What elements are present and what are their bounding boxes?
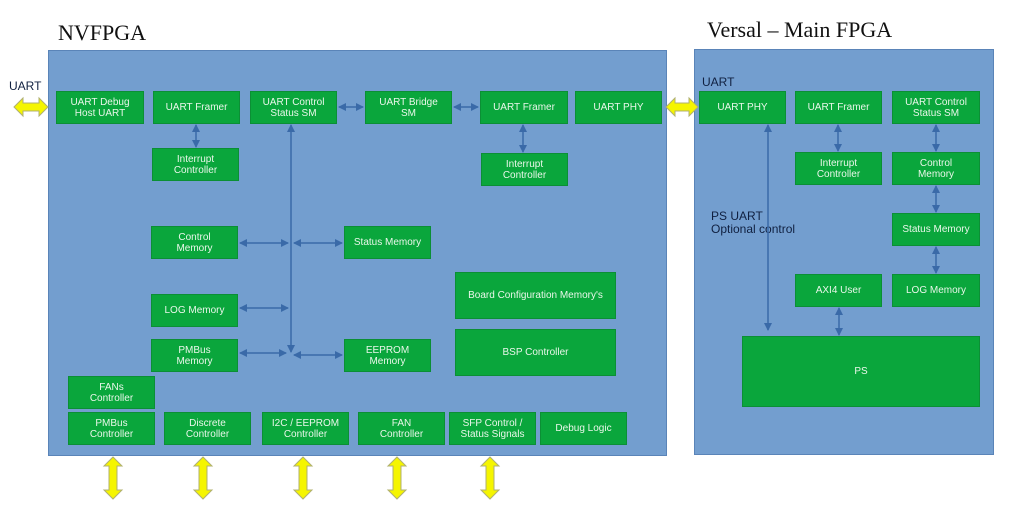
uart-external-label: UART	[9, 79, 42, 93]
board-configuration-memory-block: Board Configuration Memory's	[455, 272, 616, 319]
uart-bridge-sm-block: UART Bridge SM	[365, 91, 452, 124]
versal-title: Versal – Main FPGA	[707, 17, 893, 42]
sfp-io-arrow	[479, 456, 501, 500]
pmbus-io-arrow	[102, 456, 124, 500]
pmbus-controller-block: PMBus Controller	[68, 412, 155, 445]
uart-io-arrow	[13, 96, 49, 118]
uart-debug-host-block: UART Debug Host UART	[56, 91, 144, 124]
log-memory-block: LOG Memory	[151, 294, 238, 327]
axi4-user-block: AXI4 User	[795, 274, 882, 307]
uart-framer-2-block: UART Framer	[480, 91, 568, 124]
fan-controller-block: FAN Controller	[358, 412, 445, 445]
inter-fpga-uart-arrow	[665, 96, 699, 118]
versal-uart-control-status-sm-block: UART Control Status SM	[892, 91, 980, 124]
versal-uart-phy-block: UART PHY	[699, 91, 786, 124]
bsp-controller-block: BSP Controller	[455, 329, 616, 376]
interrupt-controller-2-block: Interrupt Controller	[481, 153, 568, 186]
i2c-io-arrow	[292, 456, 314, 500]
uart-phy-block: UART PHY	[575, 91, 662, 124]
ps-block: PS	[742, 336, 980, 407]
uart-framer-block: UART Framer	[153, 91, 240, 124]
fans-controller-block: FANs Controller	[68, 376, 155, 409]
versal-uart-framer-block: UART Framer	[795, 91, 882, 124]
discrete-controller-block: Discrete Controller	[164, 412, 251, 445]
status-memory-block: Status Memory	[344, 226, 431, 259]
versal-status-memory-block: Status Memory	[892, 213, 980, 246]
discrete-io-arrow	[192, 456, 214, 500]
interrupt-controller-block: Interrupt Controller	[152, 148, 239, 181]
i2c-eeprom-controller-block: I2C / EEPROM Controller	[262, 412, 349, 445]
versal-interrupt-controller-block: Interrupt Controller	[795, 152, 882, 185]
debug-logic-block: Debug Logic	[540, 412, 627, 445]
pmbus-memory-block: PMBus Memory	[151, 339, 238, 372]
sfp-control-status-block: SFP Control / Status Signals	[449, 412, 536, 445]
versal-uart-label: UART	[702, 75, 735, 89]
versal-control-memory-block: Control Memory	[892, 152, 980, 185]
nvfpga-title: NVFPGA	[58, 20, 147, 45]
control-memory-block: Control Memory	[151, 226, 238, 259]
eeprom-memory-block: EEPROM Memory	[344, 339, 431, 372]
versal-log-memory-block: LOG Memory	[892, 274, 980, 307]
uart-control-status-sm-block: UART Control Status SM	[250, 91, 337, 124]
fan-io-arrow	[386, 456, 408, 500]
